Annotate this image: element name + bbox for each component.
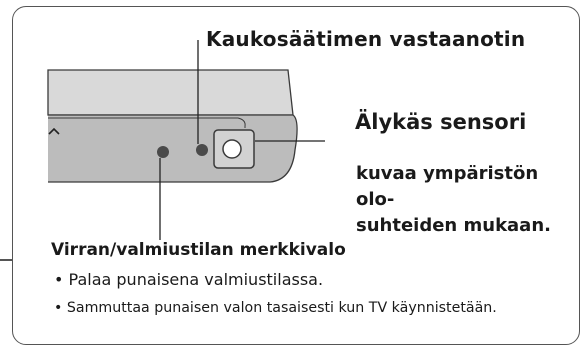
power-indicator-bullet-1: • Palaa punaisena valmiustilassa. xyxy=(54,270,324,289)
power-indicator-bullet-2: • Sammuttaa punaisen valon tasaisesti ku… xyxy=(54,300,497,316)
remote-receiver-label: Kaukosäätimen vastaanotin xyxy=(206,27,526,51)
smart-sensor-title: Älykäs sensori xyxy=(355,110,527,134)
tv-bottom-bezel xyxy=(48,114,298,183)
smart-sensor-lens xyxy=(222,139,242,159)
power-indicator-led xyxy=(157,146,169,158)
frame-edge-tick xyxy=(0,259,12,261)
tv-screen-panel xyxy=(47,69,294,116)
tv-bezel-lip xyxy=(48,117,246,128)
remote-receiver-sensor xyxy=(196,144,208,156)
power-indicator-title: Virran/valmiustilan merkkivalo xyxy=(51,240,346,260)
chevron-up-icon xyxy=(48,127,60,135)
smart-sensor-description: kuvaa ympäristön olo- suhteiden mukaan. xyxy=(356,163,551,236)
